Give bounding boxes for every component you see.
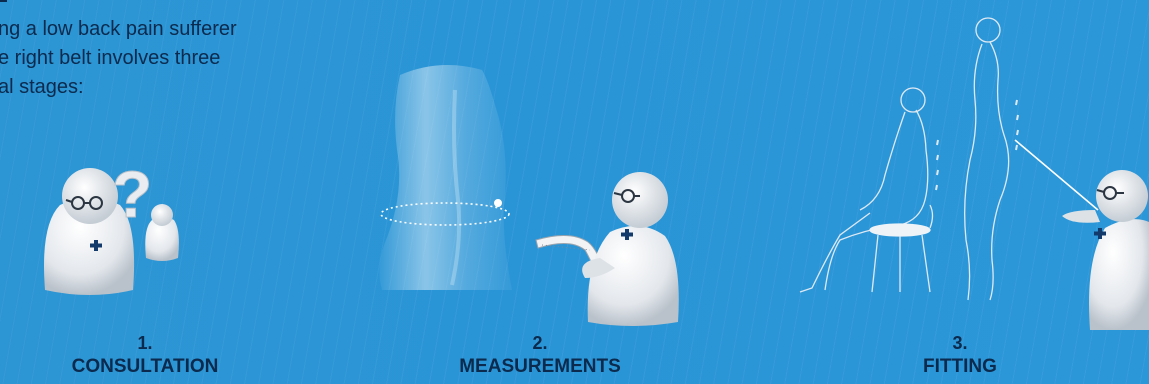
question-mark-icon: ? <box>112 157 152 231</box>
step-label: CONSULTATION <box>65 355 225 378</box>
stool-outline <box>870 224 930 292</box>
standing-woman-outline <box>965 18 1018 300</box>
step-number: 1. <box>137 333 152 353</box>
step-label: FITTING <box>905 355 1015 378</box>
fitting-illustration <box>800 18 1098 300</box>
doctor-figure <box>1062 170 1149 330</box>
torso-silhouette <box>379 65 512 290</box>
measurements-illustration <box>379 65 678 326</box>
step-number: 3. <box>952 333 967 353</box>
step-measurements: 2. MEASUREMENTS <box>455 332 625 378</box>
consultation-illustration: ? <box>44 157 179 295</box>
pointer-stick <box>1015 140 1098 210</box>
doctor-figure <box>582 172 679 326</box>
step-consultation: 1. CONSULTATION <box>65 332 225 378</box>
seated-woman-outline <box>800 88 938 292</box>
step-label: MEASUREMENTS <box>455 355 625 378</box>
step-fitting: 3. FITTING <box>905 332 1015 378</box>
step-number: 2. <box>532 333 547 353</box>
